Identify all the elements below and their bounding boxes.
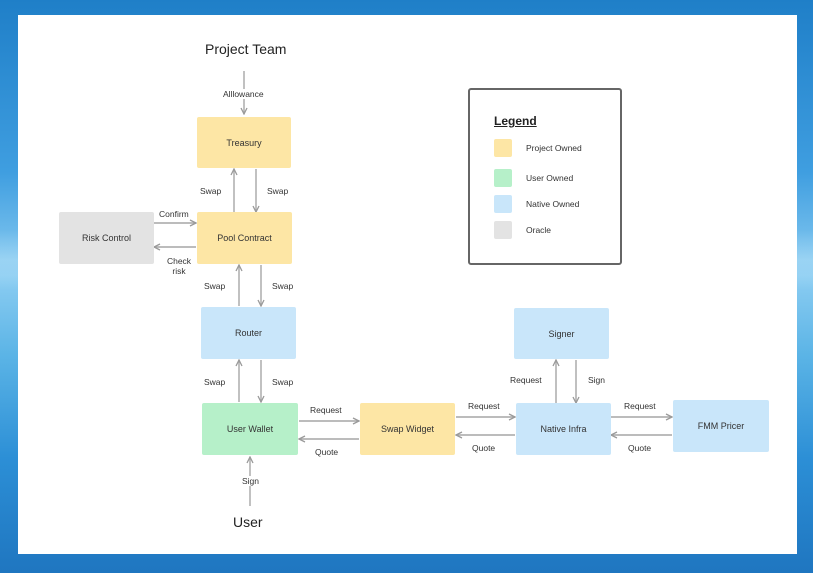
user-sign-label: Sign bbox=[241, 476, 261, 486]
pool-contract-node: Pool Contract bbox=[197, 212, 292, 264]
legend-label-native: Native Owned bbox=[526, 199, 580, 209]
risk-control-label: Risk Control bbox=[81, 233, 131, 243]
treasury-node: Treasury bbox=[197, 117, 291, 168]
treasury-label: Treasury bbox=[226, 137, 262, 148]
legend-swatch-native bbox=[494, 195, 512, 213]
legend-title: Legend bbox=[494, 114, 537, 128]
router-wallet-up-label: Swap bbox=[204, 377, 226, 387]
signer-label: Signer bbox=[548, 328, 575, 339]
native-infra-node: Native Infra bbox=[516, 403, 611, 455]
router-wallet-down-label: Swap bbox=[272, 377, 294, 387]
widget-infra-quote-label: Quote bbox=[472, 443, 496, 453]
infra-signer-request-label: Request bbox=[510, 375, 542, 385]
project-team-label: Project Team bbox=[205, 41, 287, 57]
fmm-pricer-label: FMM Pricer bbox=[697, 421, 745, 431]
user-wallet-node: User Wallet bbox=[202, 403, 298, 455]
check-risk-label: Check risk bbox=[166, 256, 192, 276]
diagram-canvas: Project Team User Treasury Pool Contract… bbox=[18, 15, 797, 554]
legend-swatch-oracle bbox=[494, 221, 512, 239]
legend-box: Legend Project Owned User Owned Native O… bbox=[468, 88, 622, 265]
legend-swatch-project bbox=[494, 139, 512, 157]
native-infra-label: Native Infra bbox=[540, 424, 587, 434]
treasury-pool-up-label: Swap bbox=[200, 186, 222, 196]
infra-signer-sign-label: Sign bbox=[588, 375, 606, 385]
user-label: User bbox=[233, 514, 263, 530]
infra-pricer-request-label: Request bbox=[624, 401, 656, 411]
legend-label-oracle: Oracle bbox=[526, 225, 552, 235]
legend-label-user: User Owned bbox=[526, 173, 574, 183]
swap-widget-label: Swap Widget bbox=[380, 424, 435, 434]
pool-router-down-label: Swap bbox=[272, 281, 294, 291]
pool-router-up-label: Swap bbox=[204, 281, 226, 291]
fmm-pricer-node: FMM Pricer bbox=[673, 400, 769, 452]
confirm-label: Confirm bbox=[159, 209, 189, 219]
swap-widget-node: Swap Widget bbox=[360, 403, 455, 455]
user-wallet-label: User Wallet bbox=[226, 424, 274, 434]
legend-swatch-user bbox=[494, 169, 512, 187]
router-node: Router bbox=[201, 307, 296, 359]
wallet-widget-request-label: Request bbox=[310, 405, 342, 415]
widget-infra-request-label: Request bbox=[468, 401, 500, 411]
connector-arrows bbox=[18, 71, 797, 506]
allowance-label: Alllowance bbox=[222, 89, 265, 99]
signer-node: Signer bbox=[514, 308, 609, 359]
treasury-pool-down-label: Swap bbox=[267, 186, 289, 196]
router-label: Router bbox=[234, 328, 262, 338]
legend-label-project: Project Owned bbox=[526, 143, 582, 153]
wallet-widget-quote-label: Quote bbox=[315, 447, 339, 457]
infra-pricer-quote-label: Quote bbox=[628, 443, 652, 453]
pool-contract-label: Pool Contract bbox=[217, 233, 272, 243]
risk-control-node: Risk Control bbox=[59, 212, 154, 264]
